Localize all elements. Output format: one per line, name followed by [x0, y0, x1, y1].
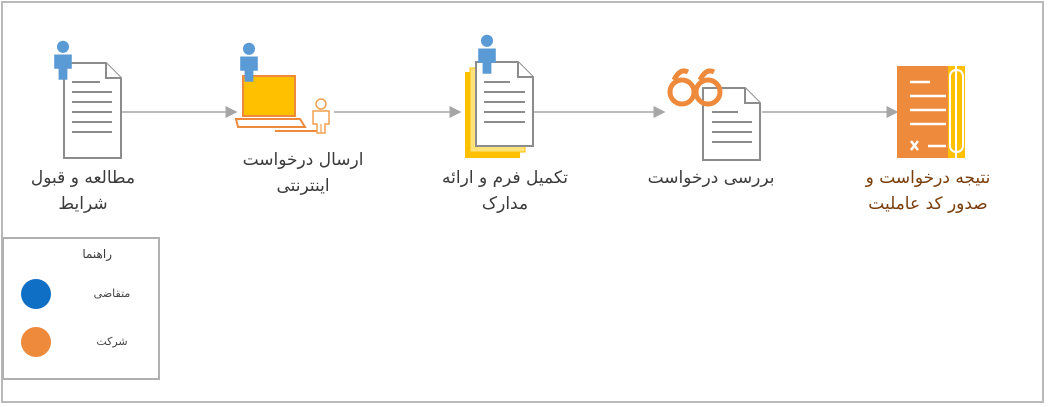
step-1-line-1: مطالعه و قبول [30, 168, 136, 188]
step-label-read-terms: مطالعه و قبول شرایط [8, 165, 158, 217]
step-5-line-2: صدور کد عاملیت [868, 194, 988, 214]
legend-title: راهنما [82, 247, 112, 261]
document-with-user-icon [54, 40, 122, 159]
glasses-document-icon [667, 68, 761, 161]
step-3-line-1: تکمیل فرم و ارائه [442, 168, 568, 188]
legend-applicant-label: متقاضی [93, 287, 131, 300]
step-4-line-1: بررسی درخواست [647, 168, 775, 188]
step-3-line-2: مدارک [481, 194, 529, 214]
stacked-documents-with-user-icon [465, 34, 534, 158]
step-2-line-2: اینترنتی [276, 176, 330, 196]
certificate-icon [897, 60, 965, 160]
laptop-with-users-icon [234, 42, 330, 134]
step-label-complete-form: تکمیل فرم و ارائه مدارک [420, 165, 590, 217]
step-2-line-1: ارسال درخواست [242, 150, 364, 170]
legend-company-dot [21, 327, 51, 357]
legend-box: راهنما متقاضی شرکت [2, 237, 160, 380]
step-label-result: نتیجه درخواست و صدور کد عاملیت [848, 165, 1008, 217]
legend-company-label: شرکت [96, 335, 128, 348]
step-1-line-2: شرایط [58, 194, 108, 214]
step-label-review-request: بررسی درخواست [636, 165, 786, 191]
legend-applicant-dot [21, 279, 51, 309]
step-5-line-1: نتیجه درخواست و [865, 168, 991, 188]
step-label-online-request: ارسال درخواست اینترنتی [228, 147, 378, 199]
